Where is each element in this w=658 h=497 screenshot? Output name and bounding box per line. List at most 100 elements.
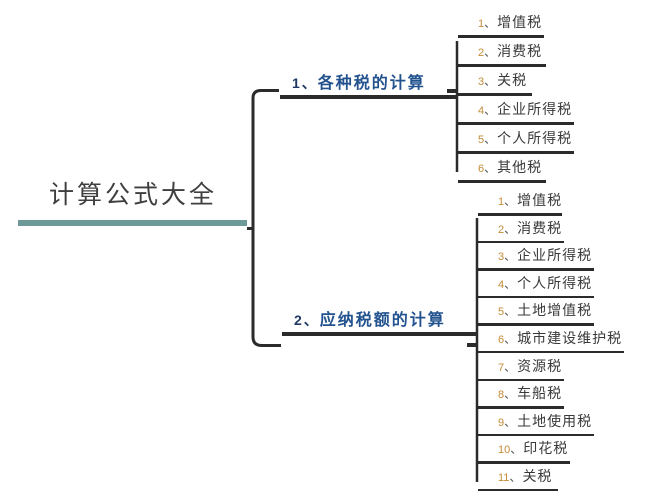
leaf-label: 3、关税 [458, 70, 527, 92]
branch-node-2[interactable]: 2、应纳税额的计算 [282, 309, 476, 336]
leaf-number: 8 [498, 389, 505, 402]
branch-2-underline [282, 332, 476, 336]
leaf-separator: 、 [484, 132, 498, 146]
leaf-underline [458, 180, 546, 183]
leaf-label: 6、其他税 [458, 157, 542, 179]
branch-2-text: 应纳税额的计算 [319, 312, 446, 329]
leaf-number: 11 [498, 471, 510, 484]
leaf-label: 5、土地增值税 [478, 300, 592, 322]
leaf-number: 4 [498, 278, 505, 291]
leaf-separator: 、 [509, 469, 523, 484]
branch-1-underline [280, 95, 456, 99]
leaf-underline [458, 122, 574, 125]
leaf-underline [478, 488, 558, 492]
leaf-separator: 、 [484, 103, 498, 117]
leaf-underline [478, 433, 594, 437]
leaf-item[interactable]: 10、印花税 [478, 438, 624, 466]
leaf-number: 5 [498, 306, 505, 319]
leaf-text: 关税 [522, 467, 553, 484]
leaf-number: 6 [478, 163, 485, 175]
leaf-item[interactable]: 5、土地增值税 [478, 300, 624, 328]
leaf-item[interactable]: 6、其他税 [458, 157, 574, 186]
leaf-text: 消费税 [517, 219, 563, 236]
leaf-label: 9、土地使用税 [478, 411, 592, 433]
leaf-label: 11、关税 [478, 466, 552, 488]
leaf-text: 增值税 [497, 14, 543, 30]
leaf-underline [478, 406, 564, 409]
leaf-item[interactable]: 3、关税 [458, 70, 574, 99]
leaf-label: 7、资源税 [478, 356, 562, 378]
leaf-separator: 、 [504, 359, 518, 374]
leaf-item[interactable]: 9、土地使用税 [478, 411, 624, 439]
leaf-item[interactable]: 7、资源税 [478, 356, 624, 384]
leaf-label: 5、个人所得税 [458, 128, 572, 150]
leaf-item[interactable]: 2、消费税 [478, 218, 624, 246]
leaf-underline [478, 213, 562, 216]
leaf-label: 10、印花税 [478, 438, 568, 460]
leaf-text: 其他税 [497, 159, 543, 175]
leaf-group-branch-2: 1、增值税 2、消费税 3、企业所得税 4、个人所得税 5、土地增值税 6、城市… [478, 190, 624, 494]
leaf-underline [458, 35, 544, 38]
leaf-item[interactable]: 5、个人所得税 [458, 128, 574, 157]
leaf-underline [458, 151, 574, 154]
leaf-underline [478, 350, 624, 354]
leaf-label: 1、增值税 [478, 190, 562, 212]
leaf-label: 1、增值税 [458, 12, 542, 34]
leaf-separator: 、 [504, 331, 518, 346]
leaf-number: 10 [498, 444, 511, 457]
leaf-text: 企业所得税 [517, 247, 593, 264]
leaf-number: 2 [498, 223, 505, 236]
leaf-label: 2、消费税 [478, 218, 562, 240]
leaf-underline [478, 295, 594, 299]
leaf-separator: 、 [504, 414, 518, 429]
leaf-text: 土地使用税 [517, 412, 593, 429]
leaf-label: 6、城市建设维护税 [478, 328, 622, 350]
leaf-item[interactable]: 1、增值税 [458, 12, 574, 41]
root-node[interactable]: 计算公式大全 [18, 178, 248, 226]
leaf-label: 4、个人所得税 [478, 273, 592, 295]
branch-1-text: 各种税的计算 [317, 75, 426, 92]
leaf-text: 城市建设维护税 [517, 329, 623, 346]
leaf-label: 8、车船税 [478, 383, 562, 405]
leaf-separator: 、 [484, 45, 498, 59]
leaf-number: 1 [478, 18, 485, 30]
leaf-item[interactable]: 4、企业所得税 [458, 99, 574, 128]
leaf-separator: 、 [484, 161, 498, 175]
leaf-number: 5 [478, 134, 485, 146]
leaf-separator: 、 [504, 387, 518, 402]
leaf-underline [458, 64, 546, 67]
leaf-text: 企业所得税 [497, 101, 573, 117]
leaf-item[interactable]: 8、车船税 [478, 383, 624, 411]
leaf-number: 1 [498, 196, 505, 208]
leaf-item[interactable]: 4、个人所得税 [478, 273, 624, 301]
leaf-text: 个人所得税 [497, 130, 573, 146]
leaf-underline [478, 378, 564, 382]
leaf-underline [478, 461, 570, 464]
leaf-item[interactable]: 6、城市建设维护税 [478, 328, 624, 356]
leaf-underline [478, 323, 594, 326]
connector-to-branch-1 [251, 89, 279, 229]
leaf-item[interactable]: 2、消费税 [458, 41, 574, 70]
branch-2-label: 2、应纳税额的计算 [282, 309, 476, 332]
leaf-item[interactable]: 3、企业所得税 [478, 245, 624, 273]
branch-2-separator: 、 [303, 312, 320, 328]
leaf-label: 4、企业所得税 [458, 99, 572, 121]
leaf-item[interactable]: 1、增值税 [478, 190, 624, 218]
leaf-number: 4 [478, 105, 485, 117]
root-underline [18, 220, 247, 226]
branch-1-separator: 、 [301, 75, 318, 91]
leaf-separator: 、 [504, 304, 518, 319]
leaf-text: 增值税 [517, 192, 563, 208]
leaf-number: 6 [498, 333, 505, 346]
leaf-label: 3、企业所得税 [478, 245, 592, 267]
leaf-separator: 、 [510, 442, 524, 457]
leaf-underline [478, 240, 564, 244]
leaf-item[interactable]: 11、关税 [478, 466, 624, 494]
root-label: 计算公式大全 [48, 181, 217, 209]
branch-1-label: 1、各种税的计算 [280, 72, 456, 95]
leaf-separator: 、 [504, 249, 518, 264]
leaf-text: 印花税 [523, 440, 569, 457]
leaf-label: 2、消费税 [458, 41, 542, 63]
branch-node-1[interactable]: 1、各种税的计算 [280, 72, 456, 99]
